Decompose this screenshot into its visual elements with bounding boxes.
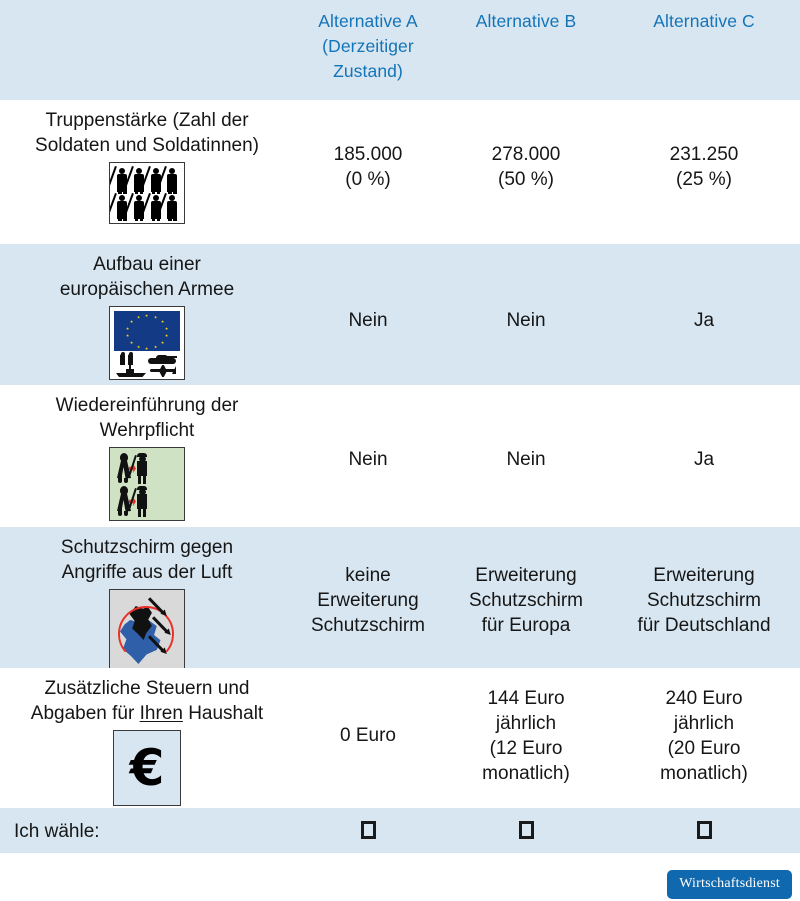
eu-army-icon xyxy=(109,306,185,380)
row-label-text: Zusätzliche Steuern und Abgaben für Ihre… xyxy=(6,676,288,726)
table-row-troop-strength: Truppenstärke (Zahl der Soldaten und Sol… xyxy=(0,100,800,244)
table-header-row: Alternative A (Derzeitiger Zustand) Alte… xyxy=(0,0,800,100)
row-label-text: Schutzschirm gegen Angriffe aus der Luft xyxy=(60,537,234,583)
row-label-text: Wiedereinführung der Wehrpflicht xyxy=(55,395,239,441)
choice-cell-a[interactable] xyxy=(292,808,444,839)
row-label-text: Truppenstärke (Zahl der Soldaten und Sol… xyxy=(35,110,259,156)
row-label-conscription: Wiedereinführung der Wehrpflicht xyxy=(0,385,292,521)
row-label-air-shield: Schutzschirm gegen Angriffe aus der Luft xyxy=(0,527,292,669)
table-row-choice: Ich wähle: xyxy=(0,808,800,853)
cell-troop-strength-a: 185.000 (0 %) xyxy=(333,144,403,190)
cell-additional-taxes-b: 144 Euro jährlich (12 Euro monatlich) xyxy=(482,688,570,784)
row-label-text-underlined: Ihren xyxy=(139,703,183,724)
table-row-additional-taxes: Zusätzliche Steuern und Abgaben für Ihre… xyxy=(0,668,800,808)
cell-conscription-a: Nein xyxy=(348,449,388,470)
row-label-text: Aufbau einer europäischen Armee xyxy=(59,254,235,300)
checkbox-empty-icon-a[interactable] xyxy=(360,821,376,839)
cell-additional-taxes-a: 0 Euro xyxy=(340,725,396,746)
choice-cell-b[interactable] xyxy=(444,808,608,839)
header-alternative-b: Alternative B xyxy=(475,11,577,31)
table-row-european-army: Aufbau einer europäischen Armee xyxy=(0,244,800,385)
table-row-air-shield: Schutzschirm gegen Angriffe aus der Luft… xyxy=(0,527,800,669)
euro-glyph: € xyxy=(129,739,165,797)
soldiers-icon xyxy=(109,162,185,224)
wirtschaftsdienst-badge[interactable]: Wirtschaftsdienst xyxy=(667,870,792,899)
row-label-text-post: Haushalt xyxy=(182,703,264,724)
checkbox-empty-icon-c[interactable] xyxy=(696,821,712,839)
air-defence-shield-icon xyxy=(109,589,185,669)
cell-conscription-b: Nein xyxy=(506,449,546,470)
conscription-icon xyxy=(109,447,185,521)
header-alternative-c: Alternative C xyxy=(653,11,755,31)
checkbox-empty-icon-b[interactable] xyxy=(518,821,534,839)
cell-troop-strength-c: 231.250 (25 %) xyxy=(669,144,739,190)
choice-label: Ich wähle: xyxy=(14,821,100,842)
row-label-european-army: Aufbau einer europäischen Armee xyxy=(0,244,292,380)
cell-european-army-c: Ja xyxy=(693,310,715,331)
choice-cell-c[interactable] xyxy=(608,808,800,839)
cell-air-shield-a: keine Erweiterung Schutzschirm xyxy=(310,565,426,636)
header-alternative-a: Alternative A (Derzeitiger Zustand) xyxy=(318,11,418,81)
row-label-text-pre: Zusätzliche Steuern und Abgaben für xyxy=(30,678,250,724)
cell-air-shield-c: Erweiterung Schutzschirm für Deutschland xyxy=(637,565,771,636)
cell-european-army-b: Nein xyxy=(506,310,546,331)
cell-air-shield-b: Erweiterung Schutzschirm für Europa xyxy=(468,565,584,636)
cell-conscription-c: Ja xyxy=(693,449,715,470)
cell-troop-strength-b: 278.000 (50 %) xyxy=(491,144,561,190)
row-label-additional-taxes: Zusätzliche Steuern und Abgaben für Ihre… xyxy=(0,668,292,806)
table-row-conscription: Wiedereinführung der Wehrpflicht Nein Ne… xyxy=(0,385,800,527)
euro-icon: € xyxy=(113,730,181,806)
cell-european-army-a: Nein xyxy=(348,310,388,331)
table-header-band: Alternative A (Derzeitiger Zustand) Alte… xyxy=(0,0,800,100)
row-label-troop-strength: Truppenstärke (Zahl der Soldaten und Sol… xyxy=(0,100,292,224)
cell-additional-taxes-c: 240 Euro jährlich (20 Euro monatlich) xyxy=(660,688,748,784)
